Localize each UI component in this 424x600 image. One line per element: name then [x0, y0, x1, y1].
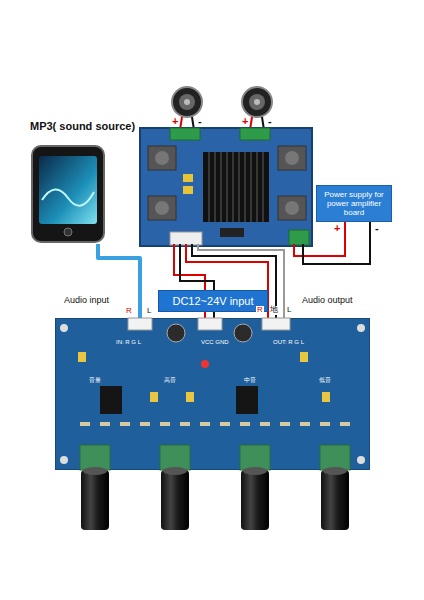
- tone-board: IN: R G L VCC GND OUT: R G L 音量 高音 中音 低音: [55, 318, 370, 470]
- speaker-wire: [180, 117, 182, 130]
- power-wire: [303, 222, 370, 264]
- heatsink: [203, 152, 269, 222]
- knob: [161, 470, 189, 530]
- player-button: [64, 228, 72, 236]
- silkscreen: VCC GND: [201, 339, 229, 346]
- power-wire: [294, 222, 345, 256]
- polarity-mark: -: [375, 222, 379, 234]
- port-label: Audio output: [302, 296, 353, 306]
- inductor-core: [285, 201, 299, 215]
- port-label: Audio input: [64, 296, 109, 306]
- sound-source: MP3( sound source): [28, 120, 148, 244]
- inductor-core: [285, 151, 299, 165]
- speaker-terminal: [240, 128, 270, 140]
- silkscreen: IN: R G L: [116, 339, 141, 346]
- amplifier-board: [140, 128, 312, 246]
- inductor: [148, 146, 176, 170]
- speaker-wire: [262, 117, 264, 130]
- inductor: [278, 196, 306, 220]
- speaker-wire: [192, 117, 194, 130]
- speaker-cone: [249, 94, 265, 110]
- chip: [220, 228, 244, 237]
- speaker: [242, 87, 272, 117]
- pin-name: L: [286, 306, 292, 315]
- player-wave: [42, 189, 94, 205]
- heatsink-fins: [209, 152, 263, 222]
- inductor: [148, 196, 176, 220]
- power-terminal: [289, 230, 309, 245]
- knob-label: 低音: [319, 377, 331, 384]
- polarity-mark: -: [198, 115, 202, 127]
- knob: [321, 470, 349, 530]
- inductor: [278, 146, 306, 170]
- knob: [241, 470, 269, 530]
- source-label: MP3( sound source): [30, 120, 135, 132]
- speaker-cone: [179, 94, 195, 110]
- inductor-core: [155, 151, 169, 165]
- capacitor: [183, 174, 193, 182]
- capacitor: [183, 186, 193, 194]
- silkscreen: OUT: R G L: [273, 339, 304, 346]
- power-supply-box: Power supply for power amplifier board: [316, 185, 392, 222]
- audio-cable: [98, 244, 140, 318]
- knob-label: 中音: [244, 377, 256, 384]
- speaker-wire: [250, 117, 252, 130]
- power-supply-text: Power supply for power amplifier board: [320, 190, 388, 218]
- inductor-core: [155, 201, 169, 215]
- knob-label: 高音: [164, 377, 176, 384]
- pin-name: R: [126, 307, 132, 316]
- knob-label: 音量: [89, 377, 101, 384]
- speaker-terminal: [170, 128, 200, 140]
- pin-name: L: [147, 307, 151, 316]
- knob: [81, 470, 109, 530]
- speaker-dome: [184, 99, 190, 105]
- polarity-mark: +: [172, 115, 178, 127]
- player-body: [32, 146, 104, 242]
- dc-input-text: DC12~24V input: [172, 295, 253, 308]
- player-screen: [39, 156, 97, 224]
- pin-name: 地: [269, 306, 279, 315]
- polarity-mark: +: [334, 222, 340, 234]
- pin-name: R: [256, 306, 264, 315]
- dc-input-box: DC12~24V input: [158, 290, 268, 312]
- speaker: [172, 87, 202, 117]
- input-connector: [170, 232, 202, 245]
- speaker-dome: [254, 99, 260, 105]
- polarity-mark: +: [242, 115, 248, 127]
- polarity-mark: -: [268, 115, 272, 127]
